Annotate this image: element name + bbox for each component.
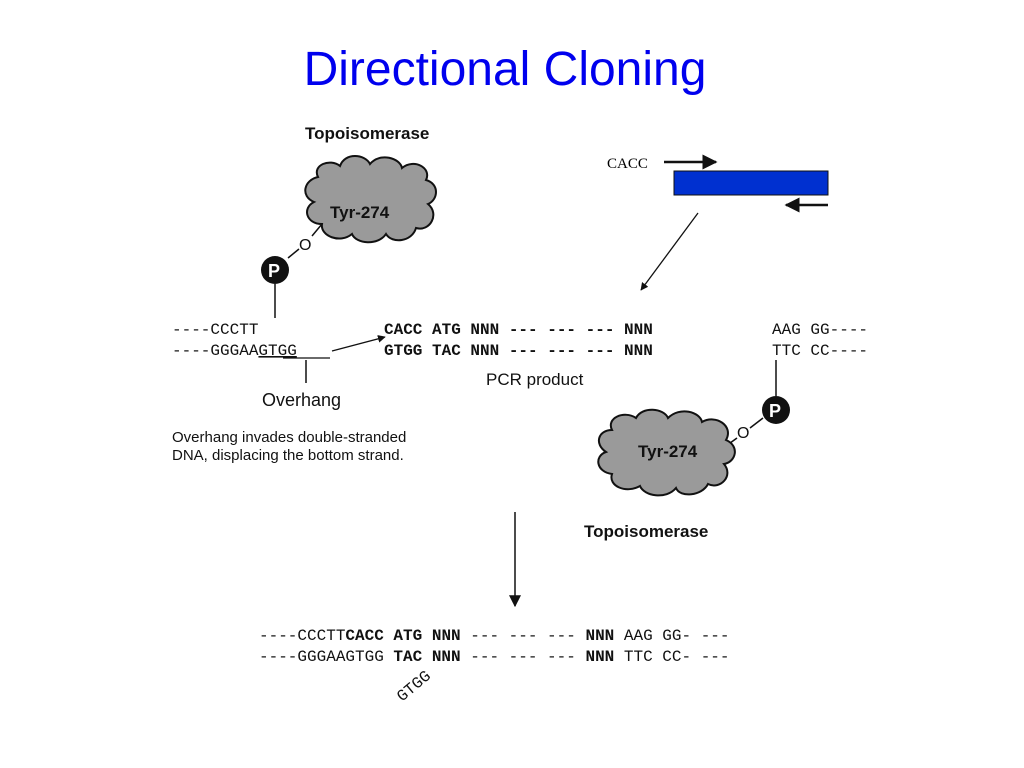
insert-bottom-strand: GTGG TAC NNN --- --- --- NNN xyxy=(384,342,653,360)
topoisomerase-bottom-label: Topoisomerase xyxy=(584,522,708,541)
pcr-product-label: PCR product xyxy=(486,370,584,389)
result-top-plain2: --- --- --- xyxy=(461,627,586,645)
tyr274-bottom-label: Tyr-274 xyxy=(638,442,698,461)
tyr274-top-label: Tyr-274 xyxy=(330,203,390,222)
result-top-plain1: ----CCCTT xyxy=(259,627,345,645)
phosphate-bottom-label: P xyxy=(769,401,781,421)
overhang-note-line2: DNA, displacing the bottom strand. xyxy=(172,447,404,464)
primer-cacc-label: CACC xyxy=(607,156,648,172)
bond-line-bottom-a xyxy=(749,417,764,429)
pcr-product-bar xyxy=(673,170,829,196)
vector-left-bottom-plain: ----GGGAA xyxy=(172,342,259,360)
result-bottom-plain2: --- --- --- xyxy=(461,648,586,666)
result-bottom-bold2: NNN xyxy=(585,648,614,666)
overhang-sequence: GTGG xyxy=(258,342,296,360)
result-bottom-plain1: ----GGGAAGTGG xyxy=(259,648,393,666)
vector-left-bottom-strand: ----GGGAAGTGG xyxy=(172,342,297,360)
overhang-note-line1: Overhang invades double-stranded xyxy=(172,429,406,446)
bond-line-top-b xyxy=(287,248,300,259)
phosphate-top-label: P xyxy=(268,261,280,281)
insertion-arrow xyxy=(640,212,699,291)
displaced-strand-gtgg: GTGG xyxy=(394,667,435,705)
oxygen-top-label: O xyxy=(299,237,311,254)
overhang-label: Overhang xyxy=(262,390,341,410)
phosphate-top-circle xyxy=(261,256,289,284)
result-top-bold2: NNN xyxy=(585,627,614,645)
oxygen-bottom-label: O xyxy=(737,425,749,442)
result-top-strand: ----CCCTTCACC ATG NNN --- --- --- NNN AA… xyxy=(259,627,730,645)
result-bottom-bold: TAC NNN xyxy=(393,648,460,666)
bond-line-top-a xyxy=(311,223,323,237)
result-bottom-plain3: TTC CC- --- xyxy=(614,648,729,666)
result-bottom-strand: ----GGGAAGTGG TAC NNN --- --- --- NNN TT… xyxy=(259,648,730,666)
topoisomerase-top-label: Topoisomerase xyxy=(305,124,429,143)
vector-right-top-strand: AAG GG---- xyxy=(772,321,868,339)
topoisomerase-bottom-cloud xyxy=(597,408,736,497)
topoisomerase-top-cloud xyxy=(304,155,437,244)
vector-left-top-strand: ----CCCTT xyxy=(172,321,258,339)
overhang-invasion-arrow xyxy=(331,335,386,352)
result-top-bold: CACC ATG NNN xyxy=(345,627,460,645)
vector-right-bottom-strand: TTC CC---- xyxy=(772,342,868,360)
result-top-plain3: AAG GG- --- xyxy=(614,627,729,645)
insert-top-strand: CACC ATG NNN --- --- --- NNN xyxy=(384,321,653,339)
slide-title: Directional Cloning xyxy=(303,43,707,96)
phosphate-bottom-circle xyxy=(762,396,790,424)
